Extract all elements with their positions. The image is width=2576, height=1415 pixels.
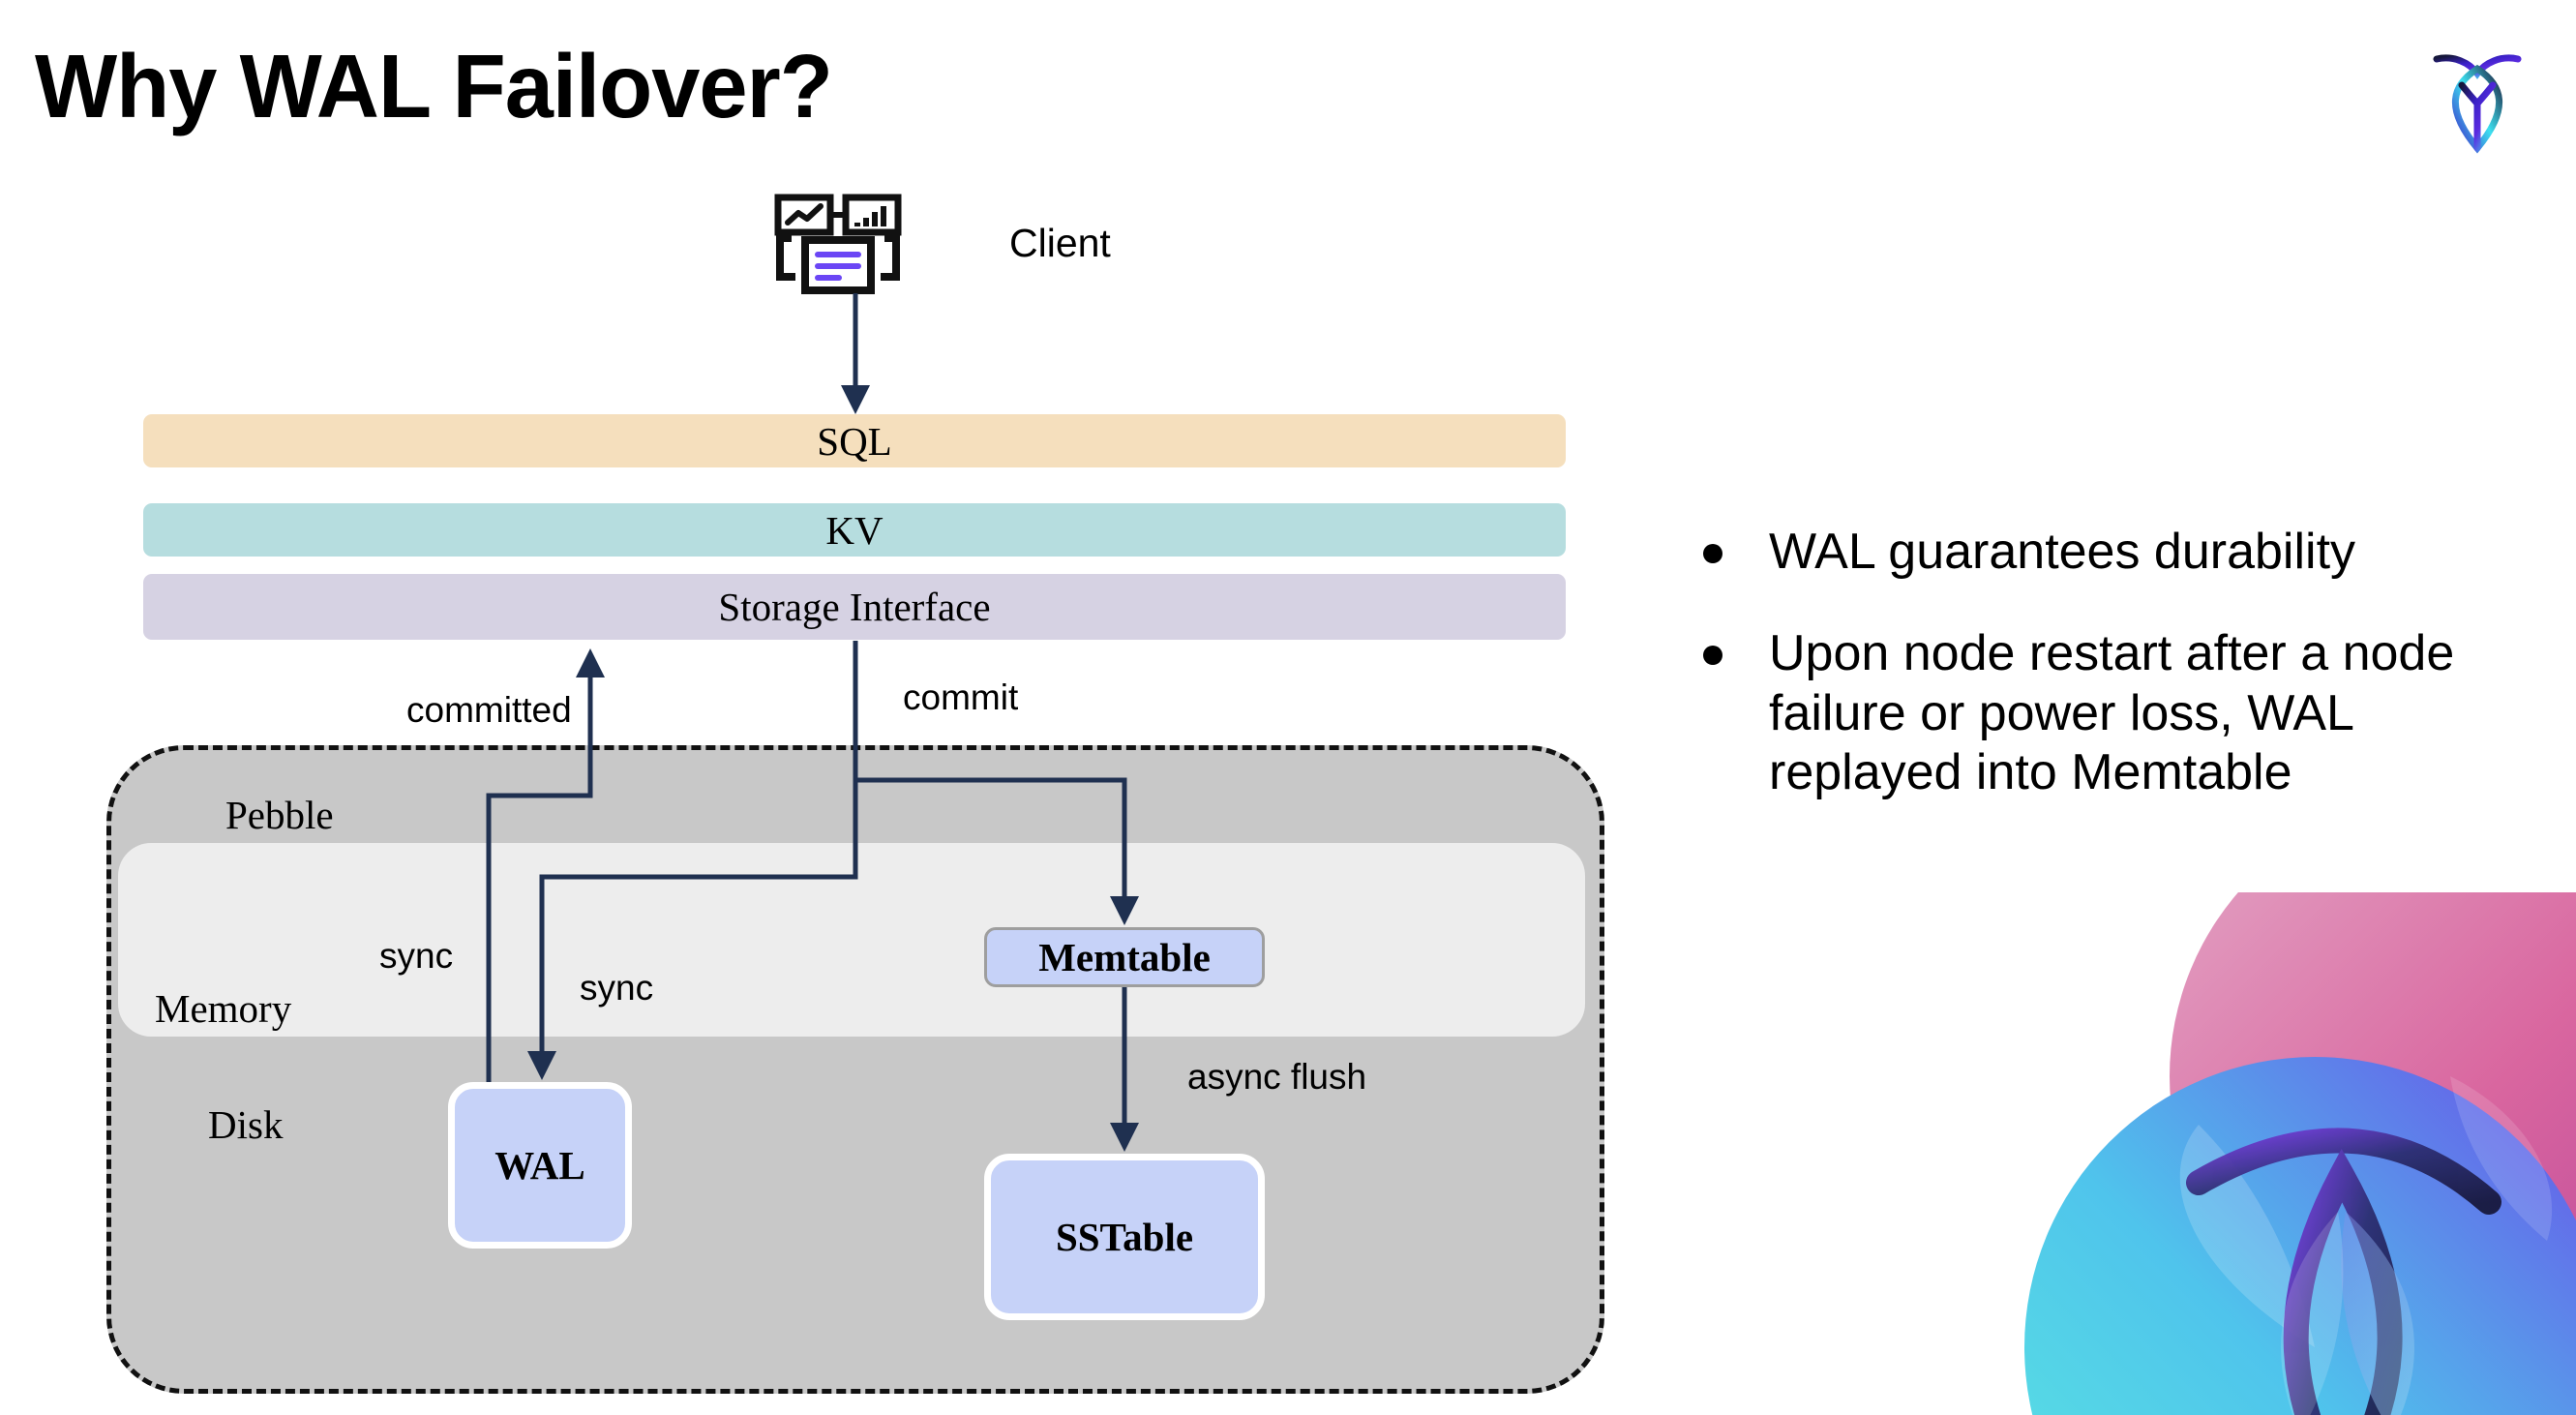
edge-label-async-flush: async flush <box>1187 1057 1367 1097</box>
edge-label-committed: committed <box>406 690 572 730</box>
component-box-wal: WAL <box>448 1082 632 1249</box>
client-dashboard-icon <box>774 194 929 329</box>
list-item: WAL guarantees durability <box>1703 523 2535 582</box>
layer-label-kv: KV <box>825 507 884 553</box>
edge-label-commit: commit <box>903 677 1019 717</box>
layer-label-sql: SQL <box>817 418 892 464</box>
component-label-wal: WAL <box>494 1143 585 1188</box>
edge-label-sync-right: sync <box>580 968 654 1008</box>
bullet-dot-icon <box>1703 646 1722 666</box>
list-item: Upon node restart after a node failure o… <box>1703 624 2535 802</box>
bullet-list: WAL guarantees durability Upon node rest… <box>1703 523 2535 845</box>
component-box-memtable: Memtable <box>984 927 1265 987</box>
gradient-circles-decoration <box>1908 892 2576 1415</box>
pebble-label: Pebble <box>225 793 334 837</box>
layer-bar-storage-interface: Storage Interface <box>143 574 1566 640</box>
component-label-memtable: Memtable <box>1038 935 1211 979</box>
disk-label: Disk <box>208 1102 284 1147</box>
bullet-text: WAL guarantees durability <box>1769 524 2356 580</box>
bullet-text: Upon node restart after a node failure o… <box>1769 625 2455 801</box>
component-label-sstable: SSTable <box>1055 1215 1194 1259</box>
bullet-dot-icon <box>1703 544 1722 563</box>
arrow-committed-to-storage-interface <box>486 648 605 1082</box>
diagram-arrows <box>486 293 1139 1152</box>
layer-bar-sql: SQL <box>143 414 1566 467</box>
layer-label-storage-interface: Storage Interface <box>718 585 991 629</box>
cockroachdb-logo <box>2410 29 2545 165</box>
client-label: Client <box>1009 221 1111 265</box>
page-title: Why WAL Failover? <box>35 36 833 136</box>
edge-label-sync-left: sync <box>379 936 454 976</box>
memory-label: Memory <box>155 986 292 1031</box>
layer-bar-kv: KV <box>143 503 1566 557</box>
component-box-sstable: SSTable <box>984 1154 1265 1320</box>
arrow-sync-to-wal <box>527 641 858 1080</box>
